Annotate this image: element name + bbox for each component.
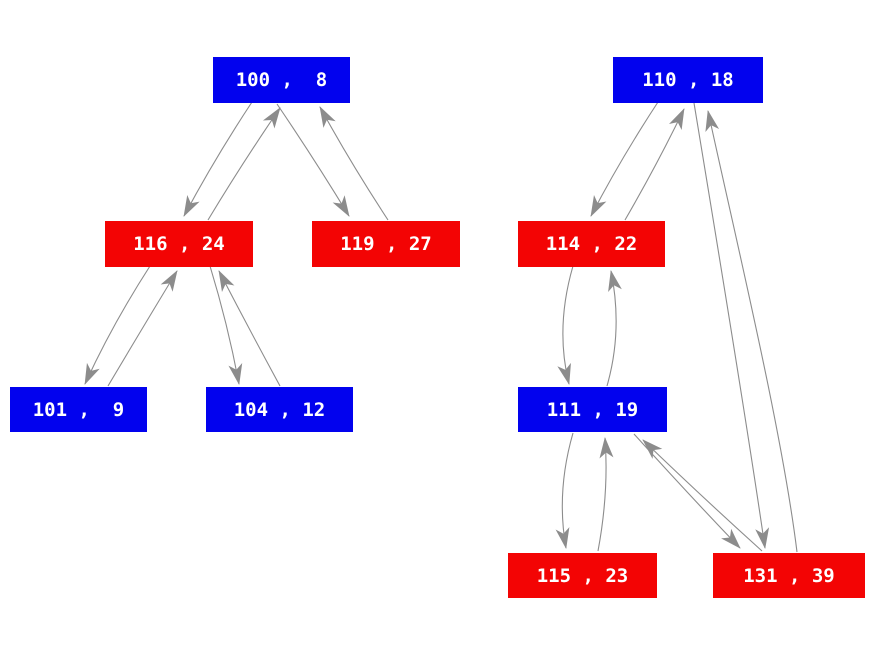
edge-n114-to-n111 bbox=[557, 265, 574, 385]
edge-n111-to-n115 bbox=[555, 432, 574, 549]
edge-n131-to-n110 bbox=[705, 110, 798, 553]
node-116-24: 116 , 24 bbox=[105, 221, 253, 267]
edge-n119-to-n100 bbox=[319, 106, 389, 221]
node-100-8: 100 , 8 bbox=[213, 57, 350, 103]
edge-n116-to-n104 bbox=[209, 265, 243, 385]
edge-n114-to-n110 bbox=[624, 108, 685, 221]
node-110-18: 110 , 18 bbox=[613, 57, 763, 103]
edge-n104-to-n116 bbox=[218, 270, 281, 387]
node-114-22: 114 , 22 bbox=[518, 221, 665, 267]
node-131-39: 131 , 39 bbox=[713, 553, 865, 598]
edge-n110-to-n114 bbox=[590, 101, 659, 217]
node-111-19: 111 , 19 bbox=[518, 387, 667, 432]
node-104-12: 104 , 12 bbox=[206, 387, 353, 432]
node-115-23: 115 , 23 bbox=[508, 553, 657, 598]
edge-n116-to-n100 bbox=[207, 107, 281, 221]
edge-n100-to-n116 bbox=[183, 101, 253, 217]
edge-n111-to-n114 bbox=[606, 270, 622, 387]
node-101-9: 101 , 9 bbox=[10, 387, 147, 432]
edge-n116-to-n101 bbox=[84, 265, 151, 385]
node-119-27: 119 , 27 bbox=[312, 221, 460, 267]
edge-n115-to-n111 bbox=[597, 437, 614, 552]
edge-n100-to-n119 bbox=[276, 103, 350, 217]
edge-n131-to-n111 bbox=[642, 439, 763, 552]
edge-n101-to-n116 bbox=[107, 270, 178, 387]
edge-n110-to-n131 bbox=[693, 102, 770, 549]
edge-n111-to-n131 bbox=[633, 433, 741, 549]
